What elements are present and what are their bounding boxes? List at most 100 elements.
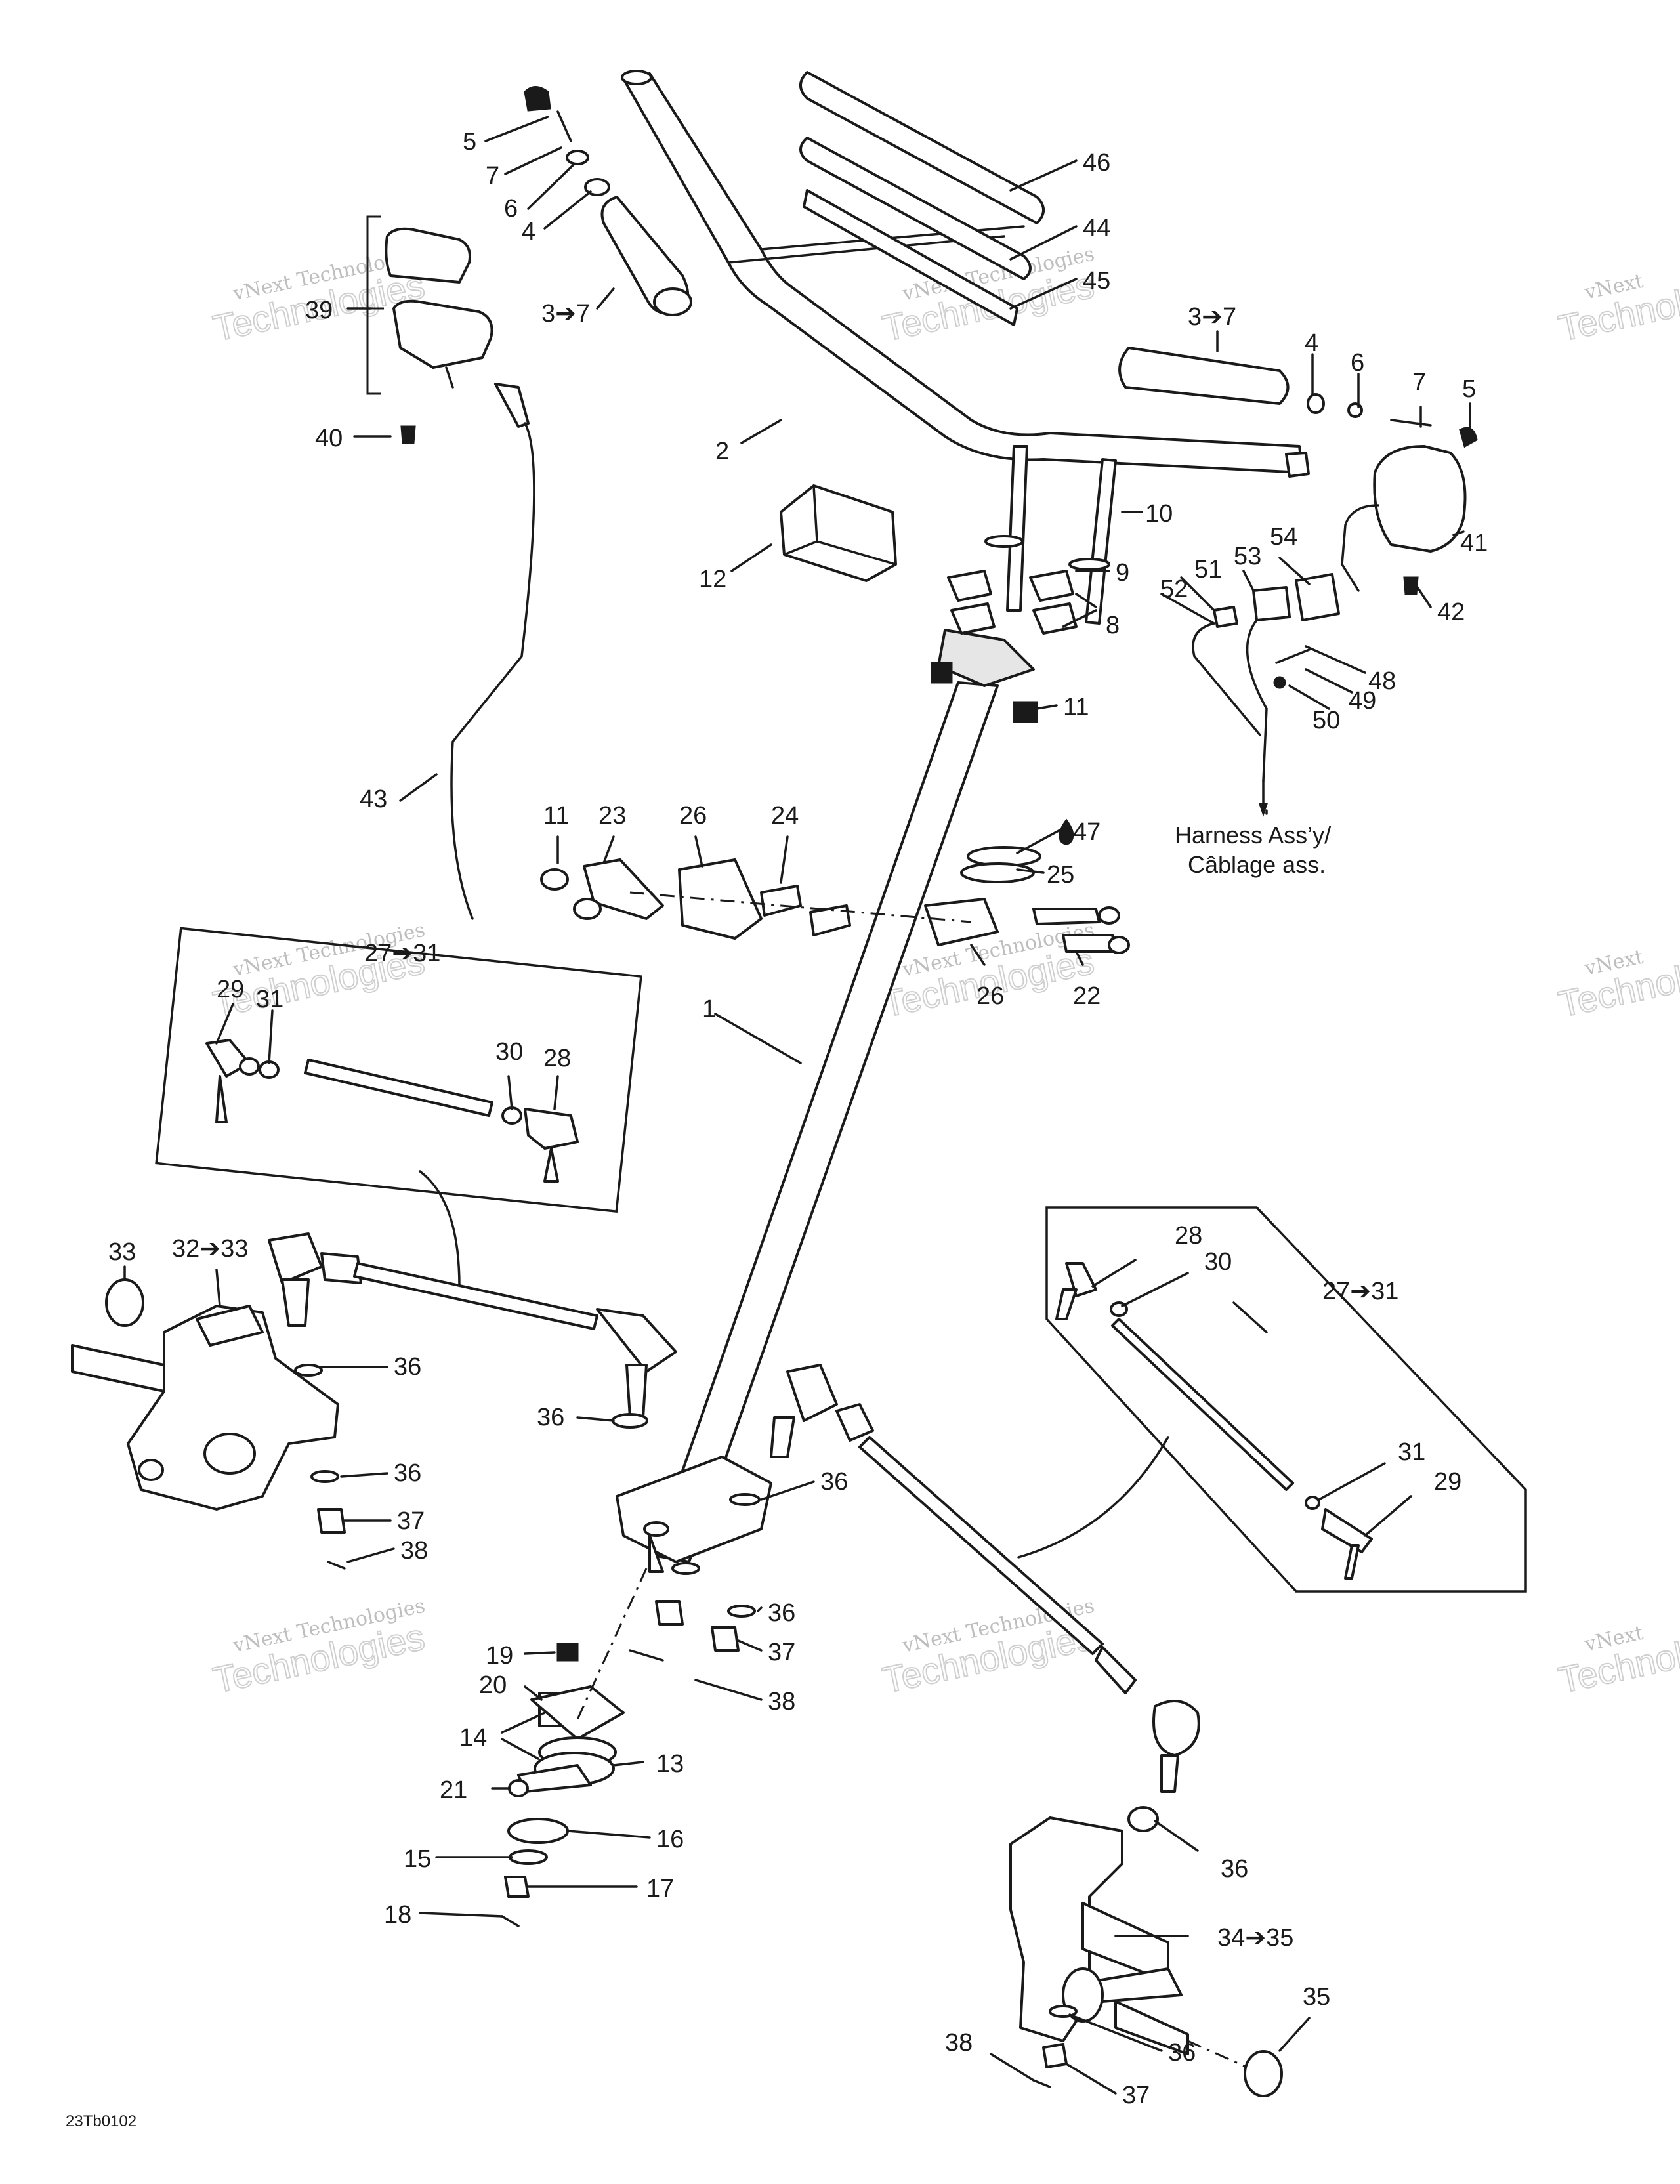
callout-3-7: 3➔7 — [541, 300, 590, 327]
right-knuckle — [1009, 1816, 1283, 2097]
callout-43: 43 — [360, 786, 387, 813]
callout-7: 7 — [1412, 369, 1426, 396]
callout-45: 45 — [1083, 267, 1110, 295]
left-knuckle — [71, 1305, 339, 1511]
callout-13: 13 — [656, 1750, 684, 1778]
callout-25: 25 — [1047, 861, 1074, 889]
handlebar-clamp — [780, 484, 897, 582]
wiring-harness — [1192, 573, 1340, 817]
callout-27-31: 27➔31 — [1322, 1278, 1398, 1305]
callout-36: 36 — [394, 1460, 421, 1487]
callout-10: 10 — [1145, 500, 1173, 528]
left-grip — [524, 86, 692, 316]
callout-7: 7 — [486, 162, 499, 190]
callout-42: 42 — [1437, 598, 1465, 626]
harness-note-line2: Câblage ass. — [1188, 851, 1326, 878]
callout-11: 11 — [1063, 694, 1089, 721]
callout-4: 4 — [1305, 329, 1318, 357]
callout-28: 28 — [543, 1045, 571, 1072]
tie-rod-assembly-left-detail — [205, 1039, 579, 1288]
callout-47: 47 — [1073, 818, 1101, 846]
switch-housing — [1341, 445, 1467, 595]
callout-36: 36 — [820, 1468, 848, 1496]
leader-lines — [123, 116, 1471, 2095]
callout-53: 53 — [1234, 543, 1261, 570]
callout-48: 48 — [1368, 667, 1396, 695]
harness-note-line1: Harness Ass’y/ — [1175, 822, 1331, 849]
callout-37: 37 — [1122, 2082, 1150, 2109]
callout-34-35: 34➔35 — [1217, 1924, 1293, 1952]
callout-4: 4 — [522, 218, 536, 245]
right-tie-rod — [770, 1364, 1200, 1832]
column-base-hardware — [629, 1493, 761, 1691]
assembly-axis-axle — [1187, 2040, 1248, 2068]
callout-37: 37 — [397, 1507, 425, 1535]
tie-rod-box-right — [1045, 1206, 1527, 1593]
callout-6: 6 — [504, 195, 518, 222]
callout-38: 38 — [768, 1688, 795, 1715]
callout-36: 36 — [768, 1599, 795, 1627]
callout-26: 26 — [976, 982, 1004, 1010]
tie-rod-assembly-right-detail — [1055, 1262, 1373, 1580]
callout-22: 22 — [1073, 982, 1101, 1010]
throttle-housing — [385, 227, 536, 920]
callout-21: 21 — [440, 1776, 467, 1804]
tie-rod-box-left — [155, 927, 642, 1213]
callout-8: 8 — [1106, 612, 1120, 639]
callout-41: 41 — [1460, 530, 1488, 557]
callout-50: 50 — [1312, 707, 1340, 734]
callout-36: 36 — [1168, 2039, 1196, 2067]
steering-column — [652, 445, 1117, 1563]
callout-51: 51 — [1194, 556, 1222, 583]
callout-35: 35 — [1303, 1983, 1330, 2011]
o-rings — [960, 846, 1041, 883]
callout-28: 28 — [1175, 1222, 1202, 1250]
callout-6: 6 — [1351, 349, 1364, 377]
left-knuckle-hardware — [294, 1364, 346, 1570]
callout-49: 49 — [1349, 687, 1376, 715]
drawing-code: 23Tb0102 — [66, 2112, 136, 2130]
lower-bearing-stack — [501, 1643, 625, 1927]
harness-note: Harness Ass’y/ Câblage ass. — [1175, 822, 1331, 878]
callout-2: 2 — [715, 438, 729, 465]
callout-54: 54 — [1270, 523, 1297, 551]
callout-29: 29 — [217, 976, 244, 1003]
callout-3-7: 3➔7 — [1188, 303, 1236, 331]
callout-11: 11 — [543, 802, 569, 830]
callout-15: 15 — [404, 1845, 431, 1873]
callout-23: 23 — [598, 802, 626, 830]
right-grip — [1118, 346, 1478, 448]
callout-52: 52 — [1160, 576, 1188, 603]
grease-drop-icon — [1059, 818, 1074, 845]
callout-labels: 5 7 6 4 3➔7 39 40 46 44 45 3➔7 4 6 7 5 2… — [108, 128, 1488, 2109]
column-lower-bracket — [616, 1456, 772, 1573]
callout-32-33: 32➔33 — [172, 1235, 248, 1263]
callout-40: 40 — [315, 425, 343, 452]
callout-26: 26 — [679, 802, 707, 830]
callout-38: 38 — [400, 1537, 428, 1564]
callout-44: 44 — [1083, 215, 1110, 242]
callout-18: 18 — [384, 1901, 411, 1929]
callout-16: 16 — [656, 1826, 684, 1853]
callout-29: 29 — [1434, 1468, 1461, 1496]
assembly-axis-support — [629, 891, 972, 923]
callout-46: 46 — [1083, 149, 1110, 177]
callout-24: 24 — [771, 802, 799, 830]
callout-12: 12 — [699, 566, 726, 593]
callout-33: 33 — [108, 1238, 136, 1266]
callout-19: 19 — [486, 1642, 513, 1670]
handlebar-pad — [799, 71, 1045, 326]
callout-36: 36 — [394, 1353, 421, 1381]
callout-27-31: 27➔31 — [364, 940, 440, 967]
callout-9: 9 — [1116, 559, 1129, 587]
callout-20: 20 — [479, 1671, 507, 1699]
assembly-axis-lower — [576, 1568, 648, 1720]
callout-31: 31 — [1398, 1438, 1425, 1466]
callout-5: 5 — [1462, 375, 1476, 403]
callout-1: 1 — [702, 996, 716, 1023]
callout-5: 5 — [463, 128, 476, 156]
callout-37: 37 — [768, 1639, 795, 1666]
callout-30: 30 — [495, 1038, 523, 1066]
left-tie-rod — [105, 1232, 677, 1429]
